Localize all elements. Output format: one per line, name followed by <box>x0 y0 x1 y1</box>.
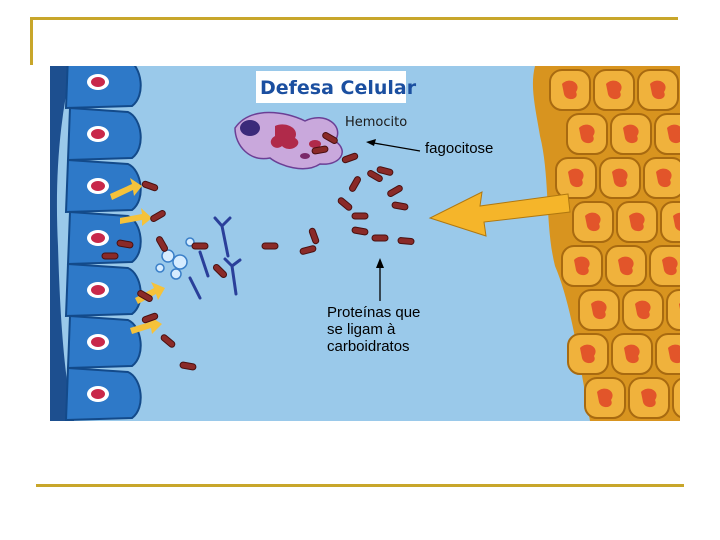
tissue-cell <box>654 113 680 155</box>
secretion-vesicles <box>155 237 195 280</box>
frame-bottom-line <box>36 484 684 487</box>
tissue-cell <box>578 289 620 331</box>
bacterium <box>261 242 279 250</box>
bacterium <box>397 237 415 245</box>
tissue-cell <box>584 377 626 419</box>
illustration-title: Defesa Celular <box>260 77 417 99</box>
fagocitose-label: fagocitose <box>425 140 494 157</box>
bacterium <box>141 180 159 192</box>
bacterium <box>341 152 359 164</box>
tissue-cell <box>616 201 658 243</box>
bacterium <box>311 145 329 155</box>
bacterium <box>191 242 209 250</box>
proteinas-label-line-3: carboidratos <box>327 338 410 355</box>
tissue-cell <box>649 245 680 287</box>
bacterium <box>116 239 134 249</box>
tissue-cell <box>622 289 664 331</box>
tissue-cell <box>549 69 591 111</box>
epithelial-cell <box>64 262 142 318</box>
tissue-cell <box>605 245 647 287</box>
title-box <box>256 71 406 103</box>
bacterium <box>212 263 228 279</box>
tissue-layer <box>532 66 680 421</box>
tissue-cell <box>567 333 609 375</box>
bacterium <box>137 290 153 302</box>
tissue-cell <box>655 333 680 375</box>
fagocitose-pointer <box>367 141 421 152</box>
outer-membrane <box>50 66 74 421</box>
bacterium <box>387 185 403 197</box>
lectin-molecules <box>188 216 242 300</box>
bacterium <box>376 166 394 176</box>
bacterium <box>349 176 361 192</box>
tissue-cell <box>643 157 680 199</box>
epithelial-cell <box>64 66 142 110</box>
bacteria <box>101 132 415 371</box>
frame-left-line <box>30 17 33 65</box>
tissue-cell <box>672 378 680 418</box>
proteinas-label-line-1: Proteínas que <box>327 304 421 321</box>
tissue-cell <box>611 333 653 375</box>
frame-top-line <box>30 17 678 20</box>
tissue-cell <box>610 113 652 155</box>
tissue-cells <box>549 69 680 419</box>
bacterium <box>322 132 338 144</box>
bacterium <box>367 170 383 182</box>
chemotaxis-arrow <box>428 191 571 237</box>
tissue-cell <box>555 157 597 199</box>
cell-defense-illustration: Defesa Celular Hemocito <box>50 66 680 421</box>
bacterium <box>371 234 389 242</box>
epithelium-cells <box>64 66 142 421</box>
bacterium <box>160 334 176 348</box>
bacterium <box>179 361 197 371</box>
bacterium <box>299 245 317 255</box>
epithelial-cell <box>66 106 142 162</box>
bacterium <box>351 212 369 220</box>
hemocito-label: Hemocito <box>345 115 407 130</box>
bacterium <box>150 210 166 222</box>
tissue-cell <box>666 289 680 331</box>
tissue-cell <box>561 245 603 287</box>
tissue-cell <box>660 201 680 243</box>
bacterium <box>337 197 353 211</box>
tissue-cell <box>593 69 635 111</box>
proteinas-label-line-2: se ligam à <box>327 321 396 338</box>
bacterium <box>141 312 159 324</box>
epithelial-cell <box>64 158 142 214</box>
tissue-cell <box>572 201 614 243</box>
tissue-cell <box>628 377 670 419</box>
proteinas-label: Proteínas que se ligam à carboidratos <box>327 304 477 355</box>
tissue-cell <box>637 69 679 111</box>
epithelial-cell <box>64 366 142 421</box>
tissue-cell <box>566 113 608 155</box>
bacterium <box>101 252 119 260</box>
epithelial-cell <box>66 314 142 370</box>
tissue-cell <box>599 157 641 199</box>
bacterium <box>351 226 369 236</box>
hemocyte-cell <box>234 111 343 170</box>
bacterium <box>156 236 169 252</box>
bacterium <box>308 227 320 245</box>
bacterium <box>391 201 409 211</box>
